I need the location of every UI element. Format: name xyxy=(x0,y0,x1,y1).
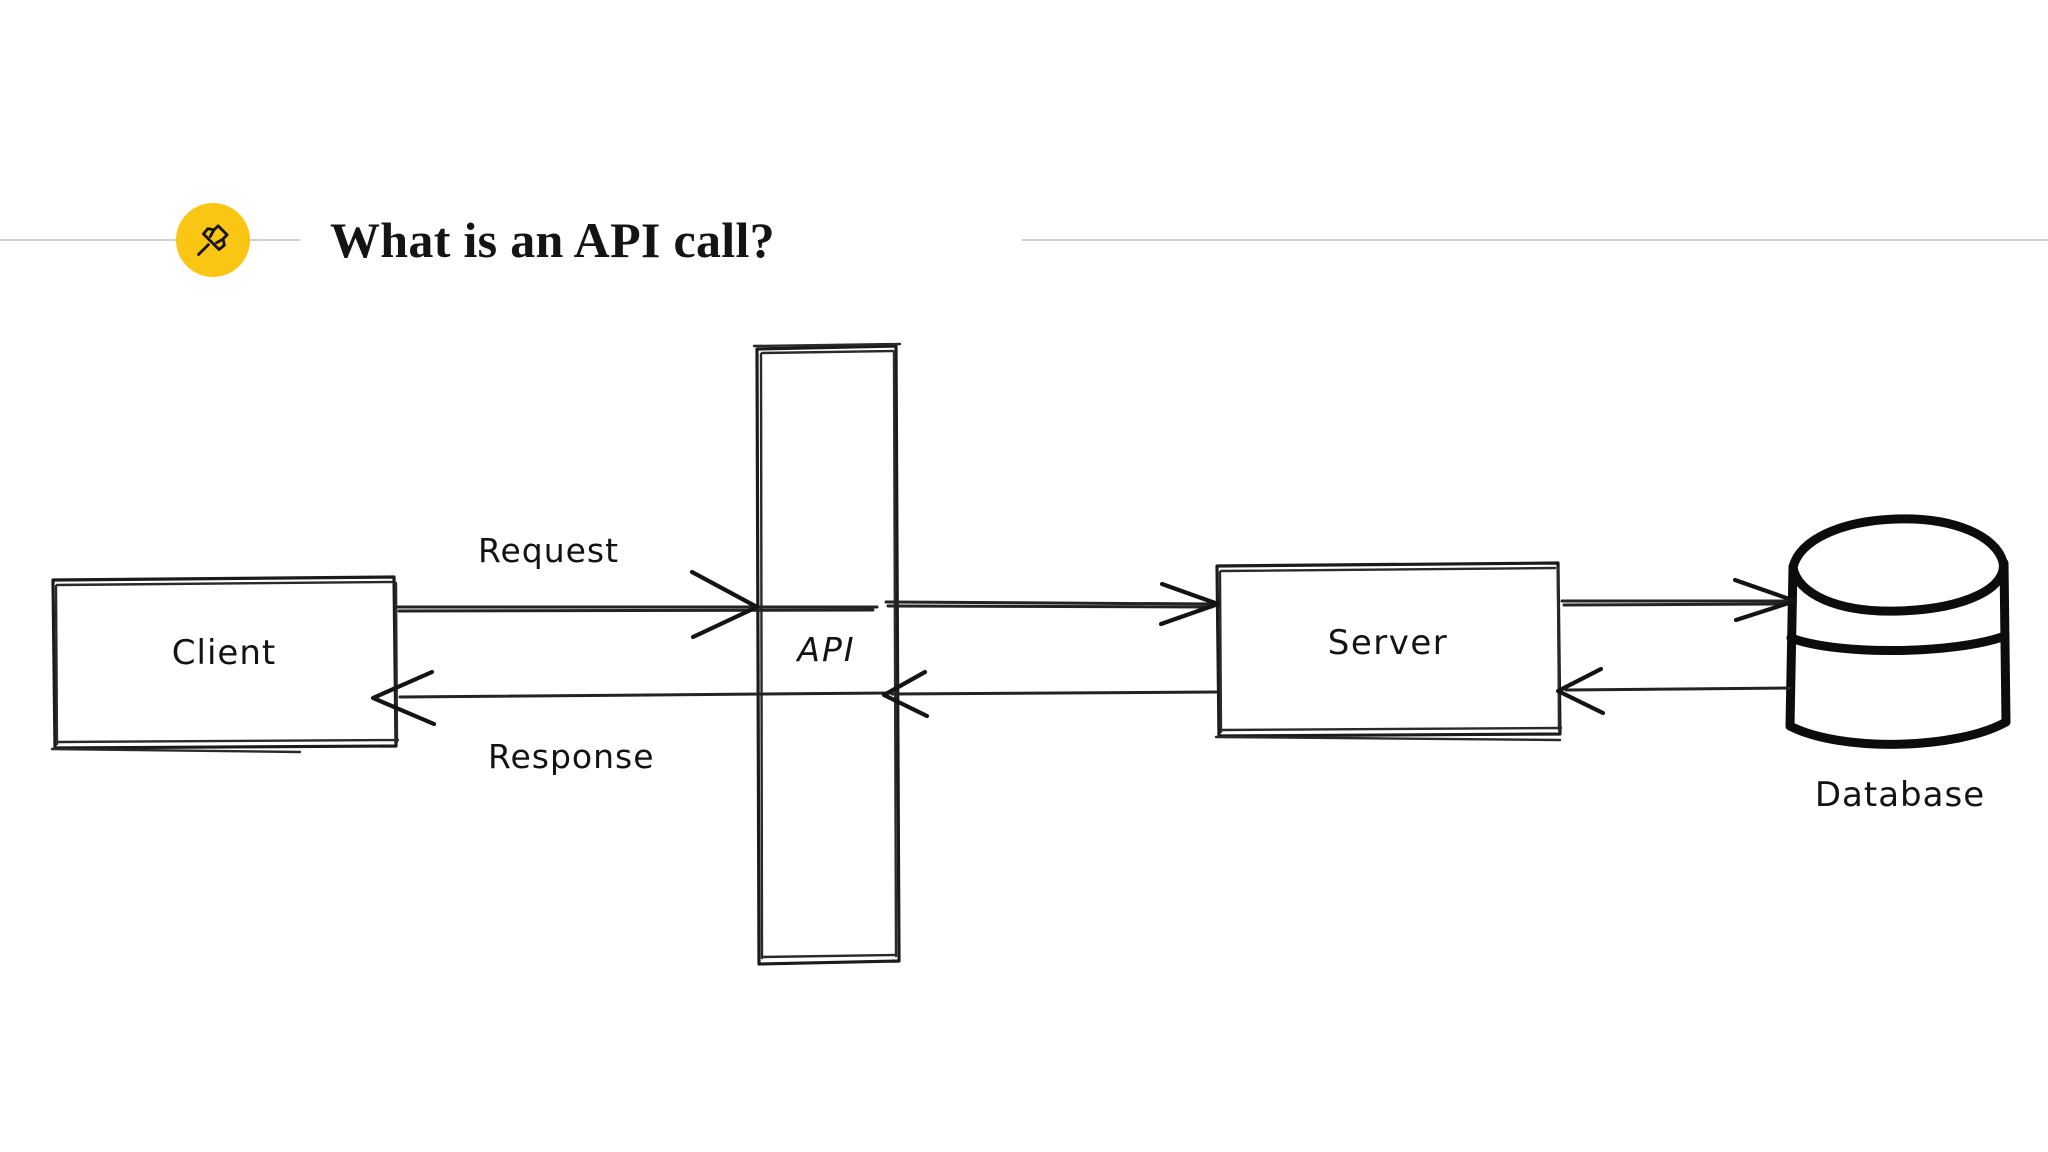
pushpin-badge xyxy=(176,203,250,277)
edge-label-response: Response xyxy=(488,737,655,776)
pushpin-icon xyxy=(191,218,235,262)
header-rule-left xyxy=(0,239,300,241)
node-api xyxy=(752,342,902,966)
node-label-api: API xyxy=(797,630,856,669)
edge-api-to-server xyxy=(884,581,1221,627)
header-rule-right xyxy=(1022,239,2048,241)
node-client xyxy=(50,575,400,754)
node-label-database: Database xyxy=(1814,775,1986,815)
edge-server-to-api xyxy=(881,669,1218,719)
edge-client-to-api xyxy=(395,569,879,640)
node-database xyxy=(1785,514,2011,749)
edge-server-to-database xyxy=(1560,577,1798,623)
node-label-client: Client xyxy=(171,633,277,673)
edge-database-to-server xyxy=(1555,666,1792,716)
node-label-server: Server xyxy=(1327,623,1449,663)
page-title: What is an API call? xyxy=(330,212,775,268)
edge-label-request: Request xyxy=(478,531,620,570)
edge-api-to-client xyxy=(370,669,892,727)
node-server xyxy=(1214,561,1563,742)
